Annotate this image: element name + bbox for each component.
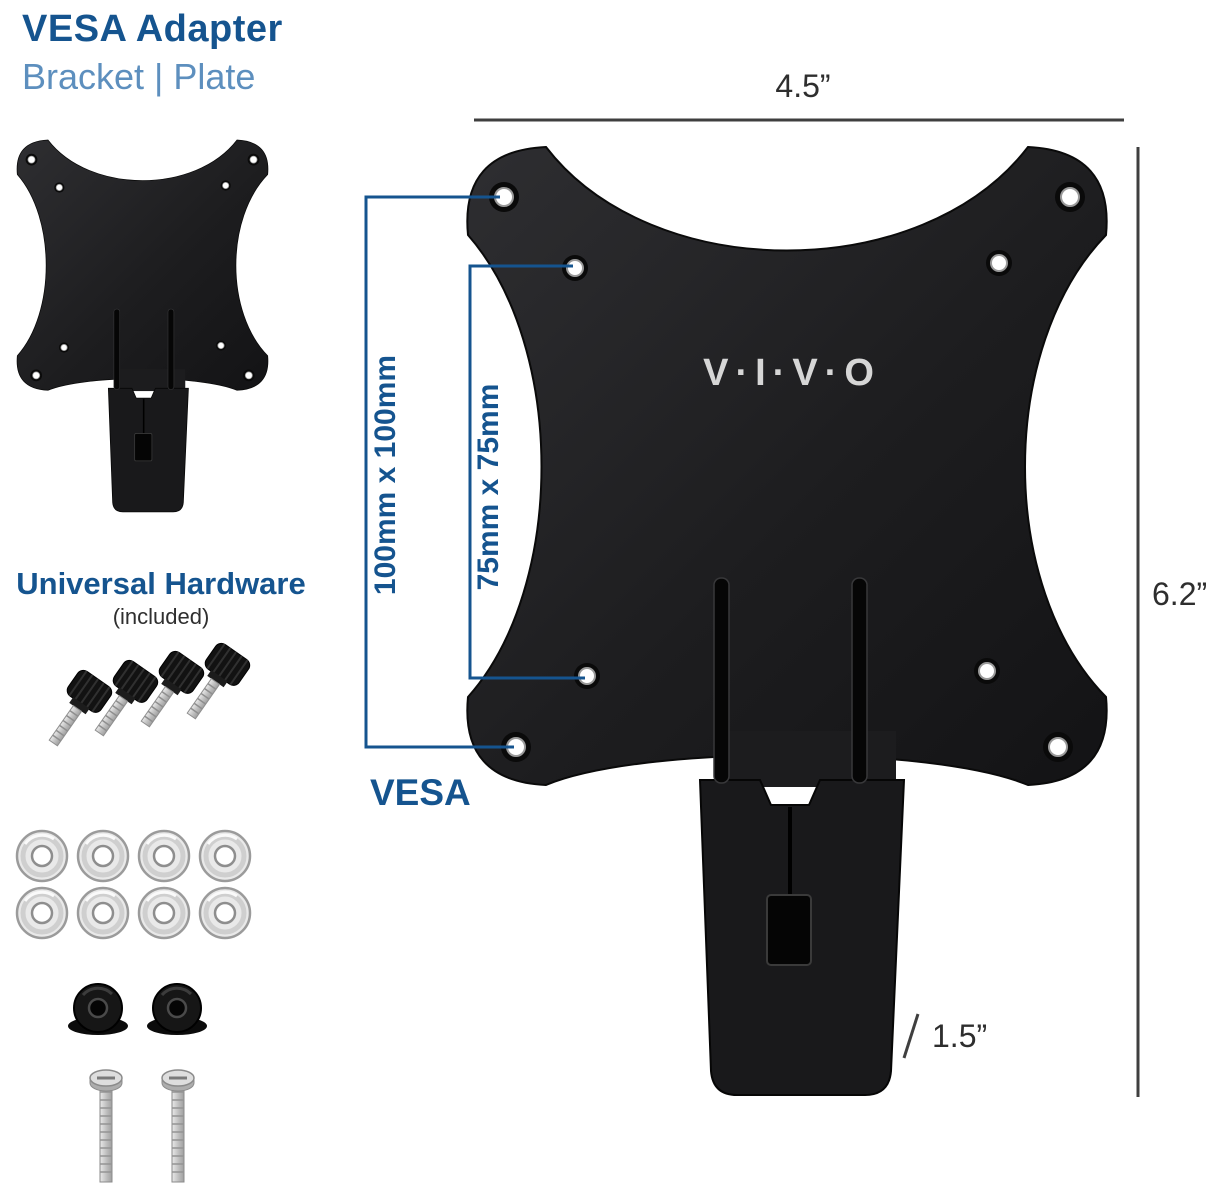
page-subtitle: Bracket | Plate <box>22 56 256 97</box>
vivo-logo: V·I·V·O <box>703 352 881 394</box>
hardware-subheading: (included) <box>112 604 210 629</box>
height-dimension-label: 6.2” <box>1152 576 1208 612</box>
hardware-heading: Universal Hardware <box>16 566 306 601</box>
depth-dimension-label: 1.5” <box>932 1018 988 1054</box>
vesa100-dimension-line <box>364 195 514 749</box>
vesa100-label: 100mm x 100mm <box>369 354 402 596</box>
width-dimension-label: 4.5” <box>775 68 831 104</box>
main-plate-illustration: V·I·V·O <box>465 145 1109 1097</box>
vesa75-label: 75mm x 75mm <box>472 383 505 591</box>
vesa75-dimension-line <box>468 264 585 680</box>
page-title: VESA Adapter <box>22 8 283 50</box>
vesa-word-label: VESA <box>370 772 471 813</box>
depth-dimension-tick <box>902 1013 920 1059</box>
hardware-section: Universal Hardware (included) <box>0 566 322 630</box>
